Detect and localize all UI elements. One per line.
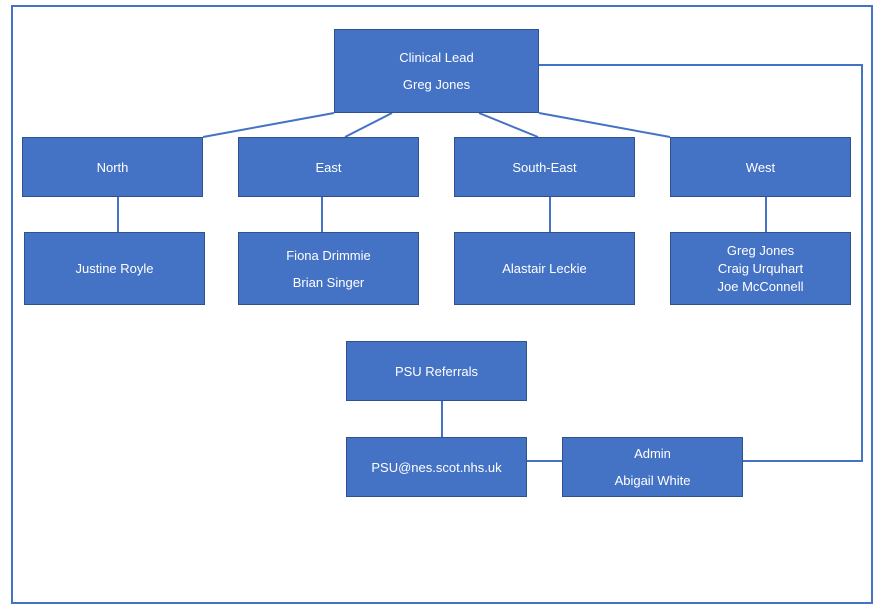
clinical-lead-box: Clinical Lead Greg Jones — [334, 29, 539, 113]
region-label-east: East — [315, 159, 342, 175]
member-name: Justine Royle — [75, 261, 154, 276]
connector-admin-lead — [539, 64, 863, 462]
connector-lead-south-east — [478, 112, 539, 138]
clinical-lead-name: Greg Jones — [402, 77, 471, 92]
members-box-north: Justine Royle — [24, 232, 205, 305]
admin-role: Admin — [634, 446, 671, 461]
member-name: Joe McConnell — [717, 279, 804, 294]
region-label-west: West — [745, 159, 776, 175]
member-name: Fiona Drimmie — [286, 247, 371, 263]
member-name: Greg Jones — [726, 243, 795, 258]
member-name: Alastair Leckie — [502, 261, 587, 276]
connector-lead-west — [538, 112, 671, 138]
member-name: Craig Urquhart — [717, 261, 804, 276]
connector-lead-north — [202, 112, 335, 138]
psu-referrals-box: PSU Referrals — [346, 341, 527, 401]
member-name: Brian Singer — [292, 274, 365, 290]
psu-referrals-title: PSU Referrals — [394, 363, 479, 379]
region-box-north: North — [22, 137, 203, 197]
members-box-west: Greg Jones Craig Urquhart Joe McConnell — [670, 232, 851, 305]
members-box-east: Fiona Drimmie Brian Singer — [238, 232, 419, 305]
psu-email: PSU@nes.scot.nhs.uk — [371, 459, 502, 475]
members-box-south-east: Alastair Leckie — [454, 232, 635, 305]
admin-box: Admin Abigail White — [562, 437, 743, 497]
region-box-west: West — [670, 137, 851, 197]
connector-lead-east — [344, 112, 393, 138]
region-box-south-east: South-East — [454, 137, 635, 197]
diagram-frame — [11, 5, 873, 604]
region-box-east: East — [238, 137, 419, 197]
clinical-lead-role: Clinical Lead — [399, 50, 474, 65]
region-label-north: North — [96, 159, 129, 175]
admin-name: Abigail White — [614, 473, 691, 488]
psu-email-box: PSU@nes.scot.nhs.uk — [346, 437, 527, 497]
region-label-south-east: South-East — [512, 159, 577, 175]
